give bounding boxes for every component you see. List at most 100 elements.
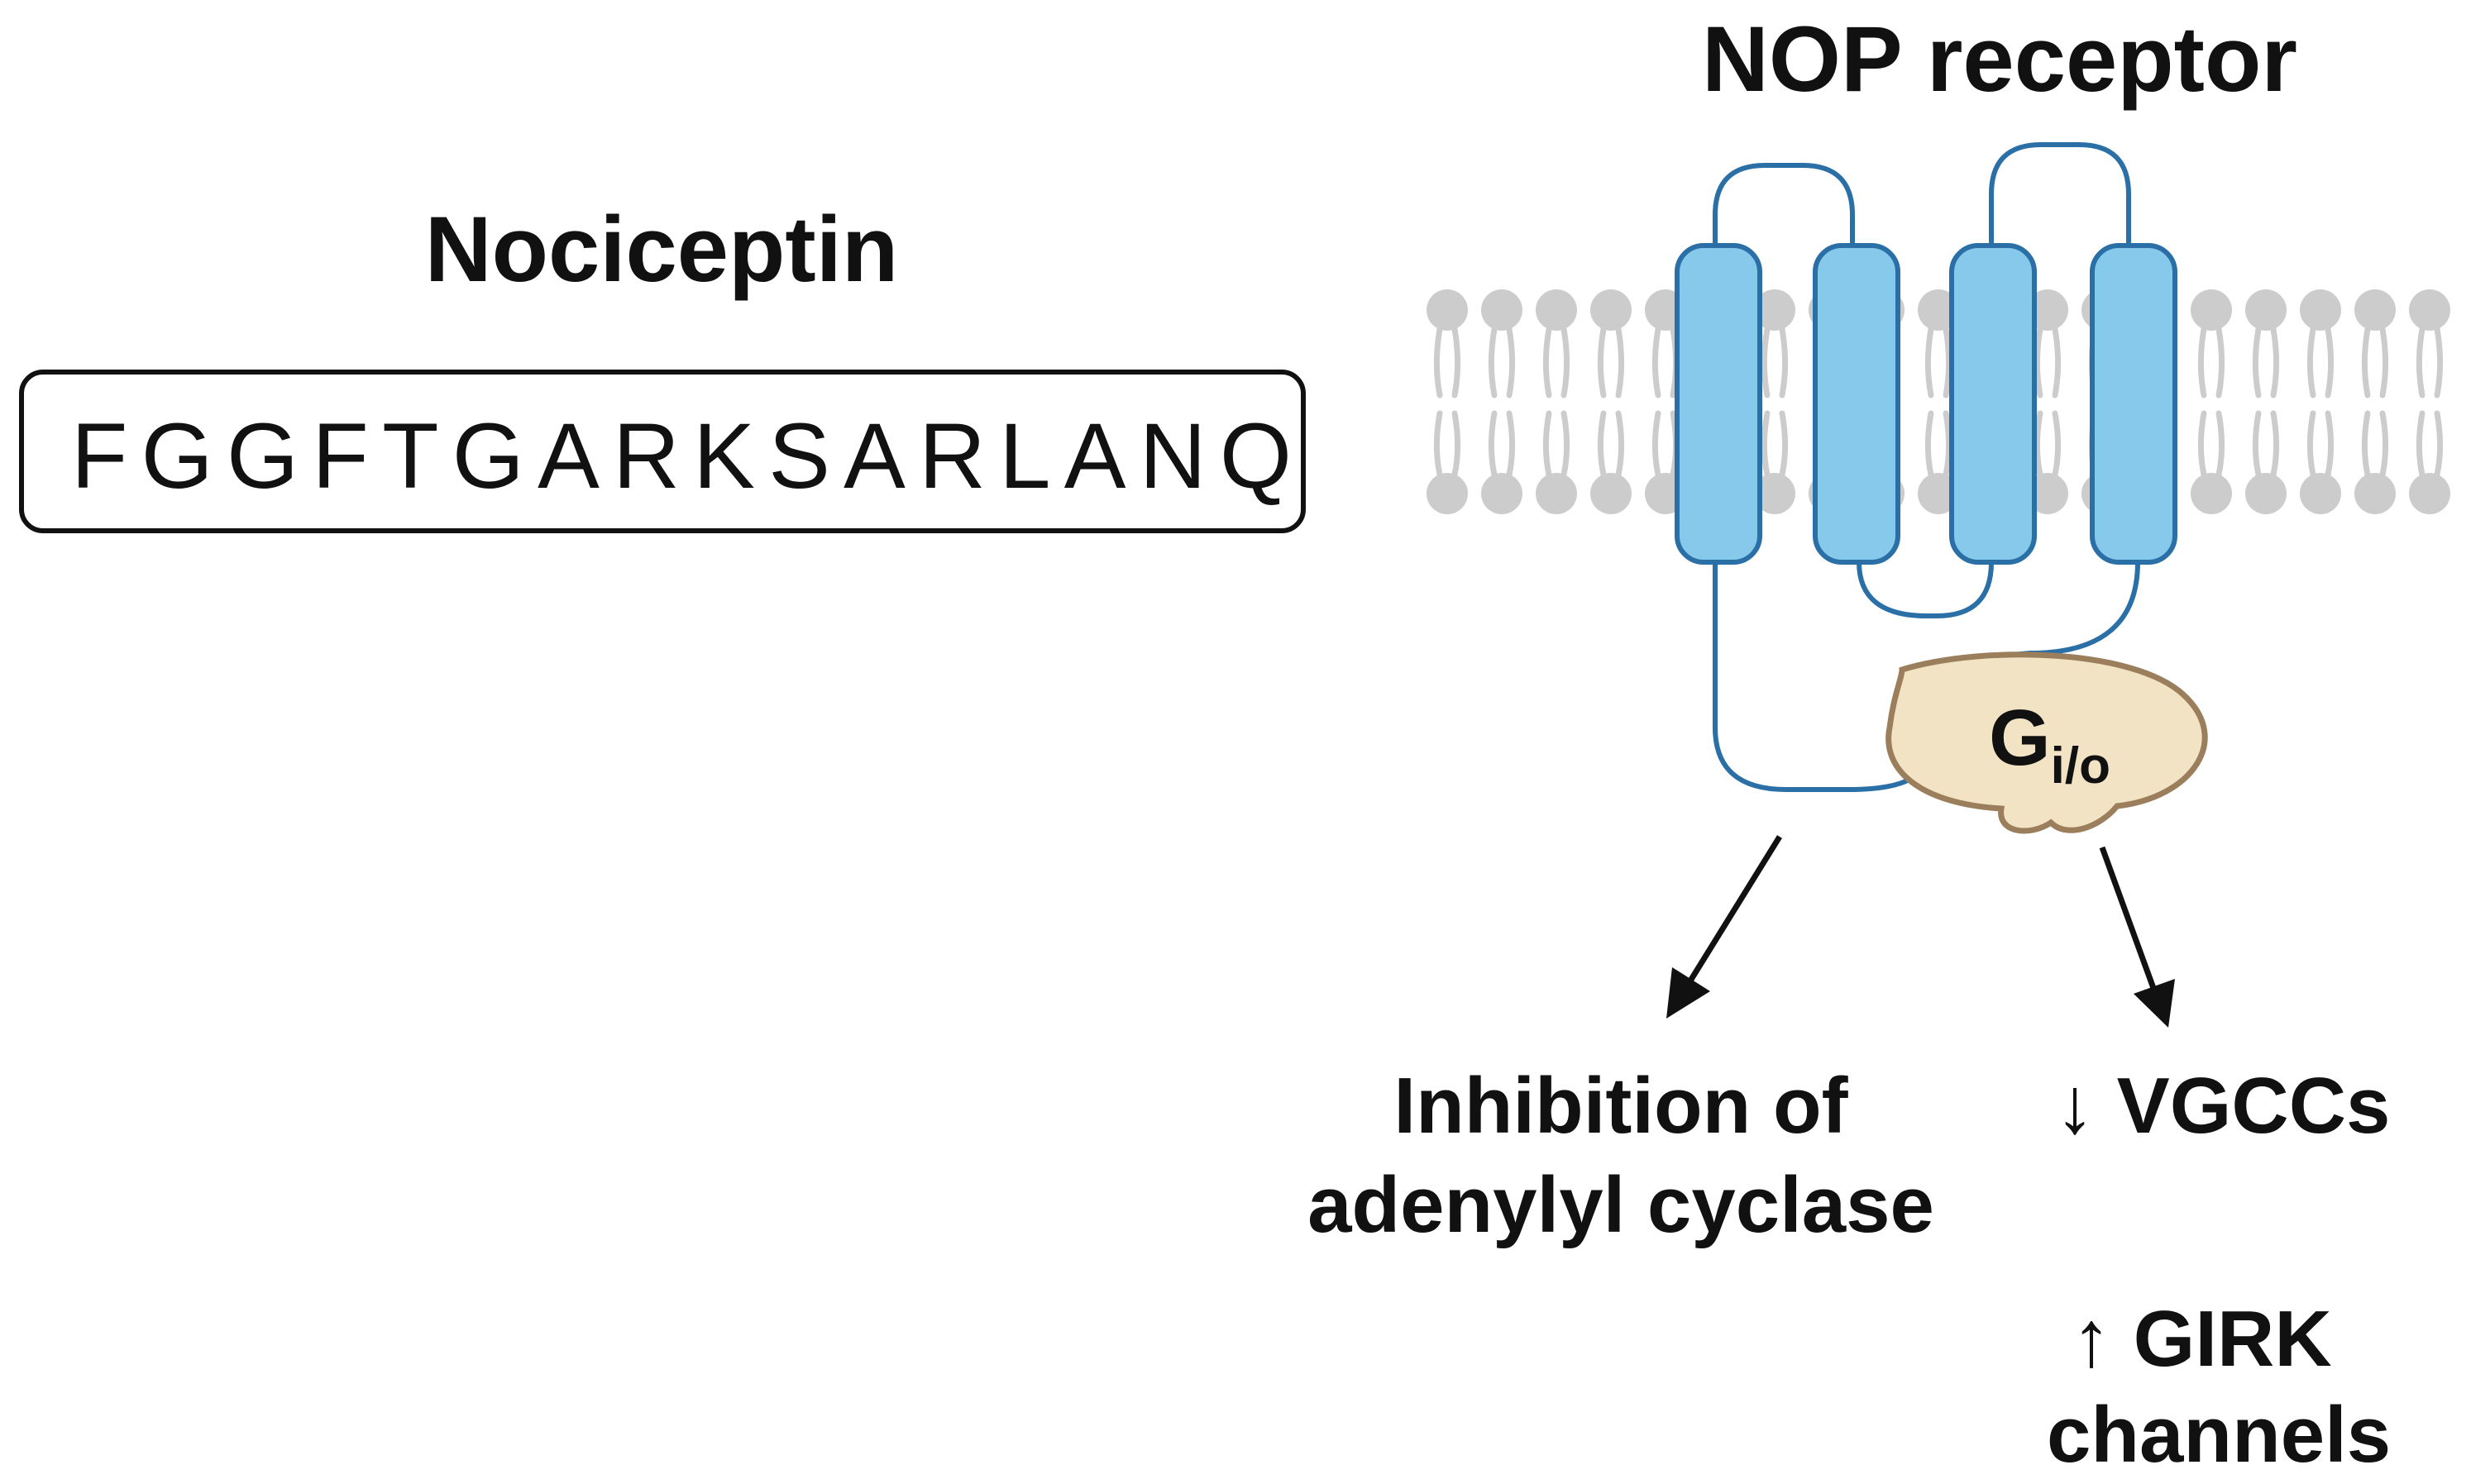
lipid-tail [1542,410,1552,478]
lipid-head [2300,289,2341,331]
lipid-head [1536,289,1577,331]
adenylyl-label-line2: adenylyl cyclase [1307,1161,1934,1249]
lipid-head [2191,473,2232,514]
lipid-tail [1615,410,1625,478]
lipid-tail [2052,326,2062,398]
arrow-head-channels [2134,979,2175,1028]
lipid-head [2245,473,2287,514]
lipid-head [2409,289,2450,331]
n-terminal-tail [1713,562,1921,792]
lipid-head [2300,473,2341,514]
lipid-tail [2215,326,2225,398]
lipid-tail [2416,410,2425,478]
lipid-head [2027,289,2068,331]
lipid-tail [2361,410,2371,478]
lipid-head [2409,473,2450,514]
lipid-tail [1488,410,1498,478]
lipid-tail [1779,326,1789,398]
lipid-head [2354,473,2396,514]
lipid-tail [1779,410,1789,478]
lipid-head [2354,289,2396,331]
lipid-tail [1943,326,1952,398]
lipid-tail [2034,326,2043,398]
lipid-tail [1924,410,1934,478]
lipid-tail [1615,326,1625,398]
lipid-tail [1560,326,1570,398]
lipid-head [1590,473,1632,514]
lipid-head [2027,473,2068,514]
lipid-tail [1761,410,1771,478]
peptide-sequence: FGGFTGARKSARLANQ [71,404,1303,508]
lipid-bilayer [1427,289,2450,514]
lipid-tail [1597,410,1607,478]
lipid-tail [2270,410,2280,478]
lipid-tail [1943,410,1952,478]
lipid-tail [1433,410,1443,478]
sequence-box [19,370,1306,533]
lipid-tail [1597,326,1607,398]
transmembrane-helices [1675,243,2177,565]
lipid-head [1754,473,1795,514]
lipid-tail [1924,326,1934,398]
lipid-head [1427,289,1468,331]
lipid-head [1590,289,1632,331]
lipid-tail [2434,410,2444,478]
lipid-head [1754,289,1795,331]
lipid-tail [2197,410,2207,478]
lipid-tail [2306,326,2316,398]
lipid-tail [1451,410,1461,478]
intracellular-loop [1857,561,1994,618]
helix-4 [2090,243,2177,565]
arrow-head-adenylyl [1666,967,1710,1019]
lipid-tail [2197,326,2207,398]
lipid-tail [2325,326,2335,398]
g-protein-label: Gi/o [1989,694,2110,794]
lipid-tail [2270,326,2280,398]
lipid-tail [2052,410,2062,478]
g-protein [1885,651,2208,834]
lipid-head [1918,289,1959,331]
lipid-head [1536,473,1577,514]
lipid-head [2191,289,2232,331]
lipid-tail [2379,326,2389,398]
lipid-tail [2325,410,2335,478]
helix-1 [1675,243,1762,565]
lipid-tail [1451,326,1461,398]
lipid-head [1427,473,1468,514]
lipid-tail [1651,326,1661,398]
extracellular-loop-1 [1713,163,1855,252]
lipid-tail [1488,326,1498,398]
lipid-head [2245,289,2287,331]
lipid-head [1481,289,1522,331]
extracellular-loop-2 [1989,142,2131,252]
c-terminal-tail [1984,561,2140,660]
adenylyl-label-line1: Inhibition of [1393,1062,1848,1150]
lipid-tail [2215,410,2225,478]
g-protein-main: G [1989,694,2051,782]
vgcc-label: ↓ VGCCs [2055,1062,2390,1150]
g-protein-subscript: i/o [2051,737,2110,794]
helix-3 [1949,243,2037,565]
lipid-tail [2034,410,2043,478]
lipid-tail [1433,326,1443,398]
girk-label-line1: ↑ GIRK [2072,1295,2332,1383]
signal-arrows [1666,835,2175,1028]
arrow-to-channels [2099,846,2158,992]
lipid-tail [1506,326,1516,398]
lipid-tail [2434,326,2444,398]
lipid-tail [1651,410,1661,478]
lipid-head [1918,473,1959,514]
arrow-to-adenylyl [1687,835,1782,984]
lipid-tail [2361,326,2371,398]
lipid-tail [2416,326,2425,398]
helix-2 [1813,243,1900,565]
lipid-tail [2252,410,2262,478]
lipid-tail [2252,326,2262,398]
girk-label-line2: channels [2047,1391,2391,1479]
lipid-tail [2379,410,2389,478]
lipid-tail [1560,410,1570,478]
lipid-tail [1542,326,1552,398]
lipid-head [1481,473,1522,514]
lipid-tail [1506,410,1516,478]
